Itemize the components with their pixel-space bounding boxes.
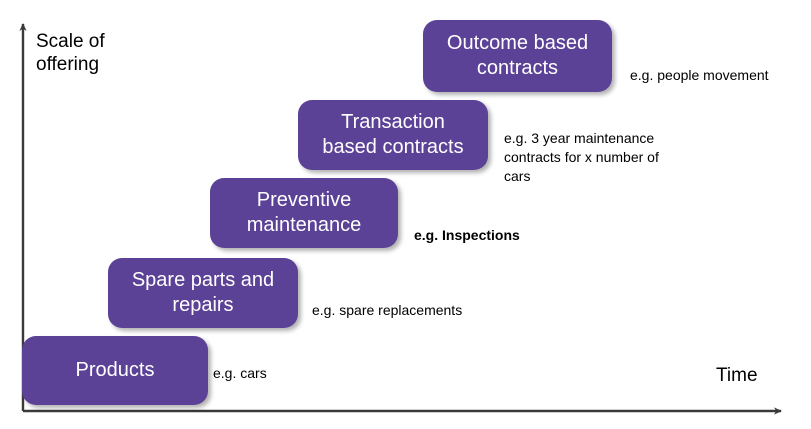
- step-label-preventive-maintenance: Preventive maintenance: [246, 189, 362, 236]
- step-label-outcome-based-contracts: Outcome based contracts: [446, 32, 589, 79]
- y-axis-title: Scale of offering: [36, 31, 105, 75]
- step-box-transaction-based-contracts[interactable]: Transaction based contracts: [298, 100, 488, 170]
- step-example-transaction-based-contracts: e.g. 3 year maintenance contracts for x …: [504, 130, 659, 184]
- step-example-preventive-maintenance: e.g. Inspections: [414, 227, 520, 243]
- step-label-transaction-based-contracts: Transaction based contracts: [322, 111, 464, 158]
- step-label-products: Products: [75, 359, 155, 381]
- step-example-products: e.g. cars: [213, 365, 267, 381]
- step-box-outcome-based-contracts[interactable]: Outcome based contracts: [423, 20, 612, 92]
- step-label-spare-parts-and-repairs: Spare parts and repairs: [131, 269, 275, 316]
- step-example-outcome-based-contracts: e.g. people movement: [630, 67, 769, 83]
- step-box-preventive-maintenance[interactable]: Preventive maintenance: [210, 178, 398, 248]
- step-box-products[interactable]: Products: [22, 336, 208, 405]
- step-box-spare-parts-and-repairs[interactable]: Spare parts and repairs: [108, 258, 298, 328]
- step-example-spare-parts-and-repairs: e.g. spare replacements: [312, 302, 463, 318]
- x-axis-title: Time: [716, 365, 758, 386]
